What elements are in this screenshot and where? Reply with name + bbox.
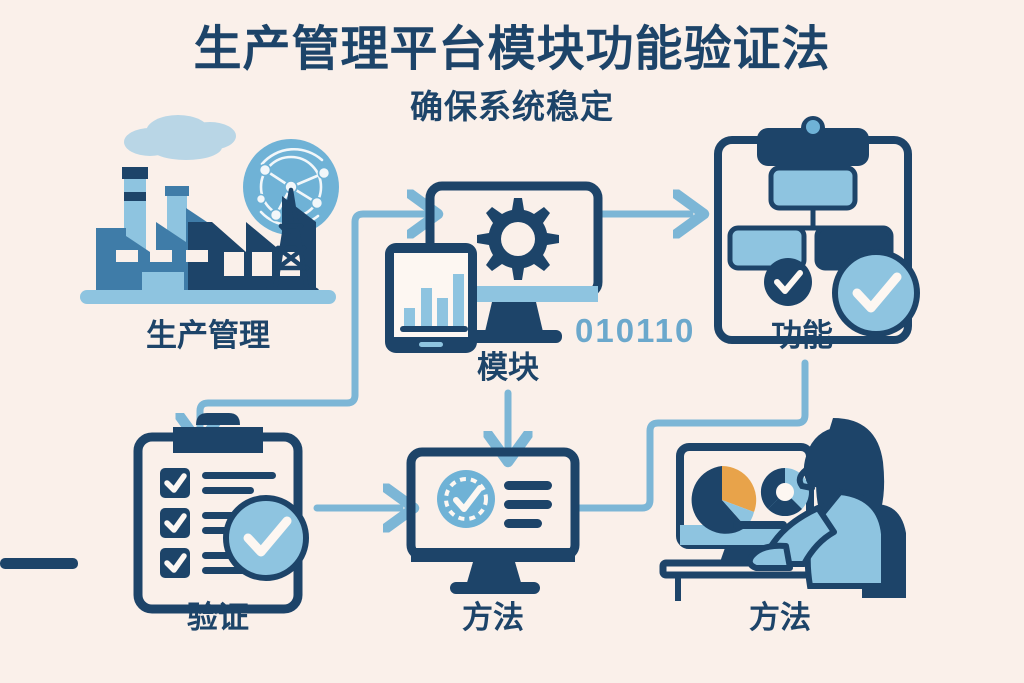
page-title: 生产管理平台模块功能验证法 xyxy=(193,23,831,76)
check-badge xyxy=(437,470,495,528)
binary-code-annotation: 010110 xyxy=(575,312,696,349)
ground-bar xyxy=(80,290,336,304)
checkbox-row xyxy=(160,468,190,578)
node-label-module: 模块 xyxy=(477,350,539,385)
node-label-method-analyst: 方法 xyxy=(749,600,811,635)
bar-chart xyxy=(404,274,464,328)
monitor-text-line xyxy=(733,521,787,529)
node-label-production-management: 生产管理 xyxy=(146,318,270,353)
clipboard xyxy=(714,116,912,344)
check-circle-large xyxy=(223,495,309,581)
desktop-monitor xyxy=(406,447,580,594)
connector-function-to-analyst xyxy=(571,359,809,512)
connector-production-to-module xyxy=(351,214,424,399)
connector-production-to-verification xyxy=(200,391,359,430)
page-subtitle: 确保系统稳定 xyxy=(410,88,614,125)
pie-chart xyxy=(691,465,757,534)
network-circle-icon xyxy=(243,139,339,235)
person xyxy=(746,418,887,589)
node-label-verification: 验证 xyxy=(187,600,249,635)
node-label-function: 功能 xyxy=(771,318,833,353)
smoke-cloud xyxy=(124,115,236,160)
check-circle-small xyxy=(764,258,812,306)
check-circle-large xyxy=(832,249,920,337)
desktop-monitor xyxy=(0,443,814,569)
tablet xyxy=(385,243,477,353)
node-label-method-monitor: 方法 xyxy=(462,600,524,635)
gear-icon xyxy=(477,198,559,280)
text-lines xyxy=(504,481,552,528)
